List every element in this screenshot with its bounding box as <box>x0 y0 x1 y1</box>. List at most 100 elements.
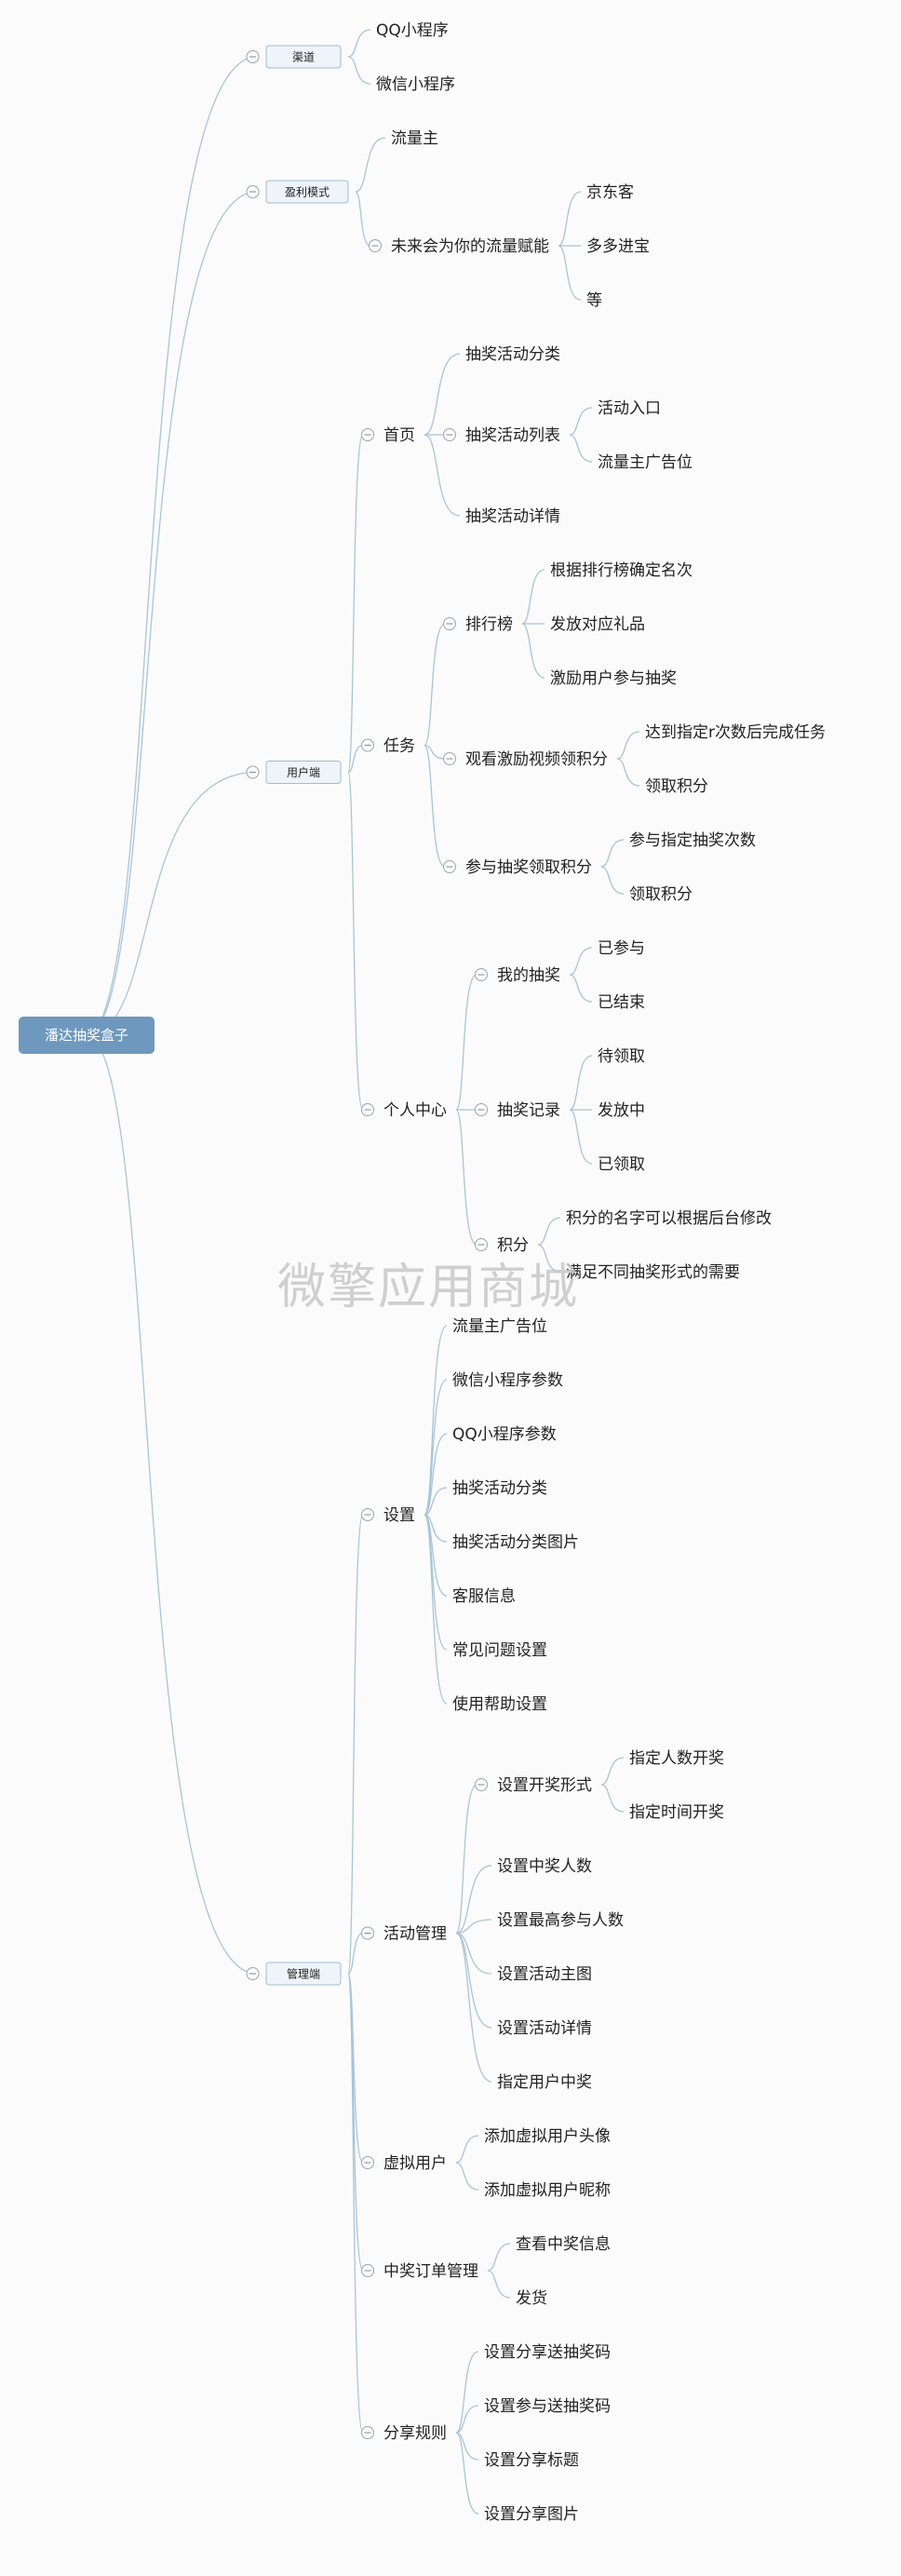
subtopic-node[interactable]: 我的抽奖 <box>497 966 560 985</box>
subtopic-node[interactable]: 添加虚拟用户昵称 <box>484 2181 611 2200</box>
collapse-toggle-icon[interactable] <box>369 239 382 252</box>
subtopic-node[interactable]: 查看中奖信息 <box>516 2235 611 2254</box>
root-node[interactable]: 潘达抽奖盒子 <box>19 1017 155 1054</box>
leaf-node[interactable]: 根据排行榜确定名次 <box>550 561 693 580</box>
subtopic-node[interactable]: 参与抽奖领取积分 <box>465 858 592 877</box>
leaf-node[interactable]: 积分的名字可以根据后台修改 <box>566 1209 772 1228</box>
collapse-toggle-icon[interactable] <box>246 1967 260 1980</box>
leaf-node[interactable]: 达到指定r次数后完成任务 <box>645 723 826 742</box>
leaf-node[interactable]: 满足不同抽奖形式的需要 <box>566 1263 740 1282</box>
subtopic-node[interactable]: 使用帮助设置 <box>452 1694 547 1714</box>
connector-line <box>537 1217 561 1246</box>
topic-node[interactable]: 流量主 <box>391 129 438 148</box>
collapse-toggle-icon[interactable] <box>443 860 456 873</box>
leaf-node[interactable]: 发放中 <box>598 1101 645 1120</box>
subtopic-node[interactable]: 观看激励视频领积分 <box>465 750 608 769</box>
category-label: 管理端 <box>287 1967 320 1981</box>
collapse-toggle-icon[interactable] <box>361 1508 374 1521</box>
subtopic-node[interactable]: 抽奖活动分类图片 <box>452 1533 579 1552</box>
subtopic-node[interactable]: 京东客 <box>586 183 634 202</box>
subtopic-node[interactable]: 设置开奖形式 <box>497 1776 592 1795</box>
leaf-node[interactable]: 已结束 <box>598 993 645 1012</box>
topic-label: 任务 <box>383 737 415 756</box>
leaf-label: 已参与 <box>598 939 645 958</box>
collapse-toggle-icon[interactable] <box>443 752 456 765</box>
leaf-node[interactable]: 领取积分 <box>629 885 693 904</box>
topic-node[interactable]: 未来会为你的流量赋能 <box>391 237 549 256</box>
topic-label: 流量主 <box>391 129 438 148</box>
subtopic-node[interactable]: 设置分享送抽奖码 <box>484 2343 611 2362</box>
subtopic-node[interactable]: 常见问题设置 <box>452 1641 547 1660</box>
subtopic-node[interactable]: 设置分享图片 <box>484 2505 579 2524</box>
topic-node[interactable]: 虚拟用户 <box>383 2154 447 2173</box>
subtopic-node[interactable]: 排行榜 <box>465 615 513 634</box>
collapse-toggle-icon[interactable] <box>361 738 374 752</box>
subtopic-node[interactable]: 设置中奖人数 <box>497 1857 592 1876</box>
leaf-node[interactable]: 流量主广告位 <box>598 453 693 472</box>
topic-node[interactable]: 任务 <box>383 737 415 756</box>
topic-node[interactable]: QQ小程序 <box>376 21 449 40</box>
subtopic-node[interactable]: 抽奖记录 <box>497 1101 560 1120</box>
collapse-toggle-icon[interactable] <box>361 2426 374 2439</box>
subtopic-node[interactable]: QQ小程序参数 <box>452 1425 557 1444</box>
collapse-toggle-icon[interactable] <box>361 2156 374 2169</box>
collapse-toggle-icon[interactable] <box>246 50 260 63</box>
subtopic-node[interactable]: 设置参与送抽奖码 <box>484 2397 611 2416</box>
subtopic-node[interactable]: 抽奖活动列表 <box>465 426 560 445</box>
leaf-node[interactable]: 激励用户参与抽奖 <box>550 669 677 688</box>
category-node[interactable]: 用户端 <box>265 761 342 784</box>
leaf-node[interactable]: 已参与 <box>598 939 645 958</box>
subtopic-node[interactable]: 发货 <box>516 2289 547 2308</box>
leaf-node[interactable]: 活动入口 <box>598 399 661 418</box>
subtopic-label: 设置分享标题 <box>484 2451 579 2470</box>
leaf-node[interactable]: 领取积分 <box>645 777 708 796</box>
topic-node[interactable]: 设置 <box>383 1506 415 1525</box>
subtopic-node[interactable]: 流量主广告位 <box>452 1317 547 1336</box>
collapse-toggle-icon[interactable] <box>361 2264 374 2277</box>
collapse-toggle-icon[interactable] <box>361 428 374 441</box>
subtopic-node[interactable]: 抽奖活动详情 <box>465 507 560 526</box>
category-label: 用户端 <box>287 765 320 779</box>
collapse-toggle-icon[interactable] <box>475 1778 488 1791</box>
collapse-toggle-icon[interactable] <box>361 1103 374 1116</box>
collapse-toggle-icon[interactable] <box>246 765 260 779</box>
subtopic-node[interactable]: 抽奖活动分类 <box>452 1479 547 1498</box>
collapse-toggle-icon[interactable] <box>475 1238 488 1251</box>
category-node[interactable]: 渠道 <box>265 45 342 69</box>
subtopic-node[interactable]: 积分 <box>497 1236 529 1255</box>
subtopic-node[interactable]: 微信小程序参数 <box>452 1371 563 1390</box>
subtopic-node[interactable]: 抽奖活动分类 <box>465 345 560 364</box>
collapse-toggle-icon[interactable] <box>443 428 456 441</box>
leaf-node[interactable]: 指定人数开奖 <box>629 1749 724 1768</box>
topic-node[interactable]: 首页 <box>383 426 415 445</box>
category-node[interactable]: 盈利模式 <box>265 180 349 204</box>
topic-node[interactable]: 中奖订单管理 <box>383 2262 478 2281</box>
leaf-node[interactable]: 发放对应礼品 <box>550 615 645 634</box>
collapse-toggle-icon[interactable] <box>475 968 488 981</box>
subtopic-node[interactable]: 设置活动主图 <box>497 1965 592 1984</box>
connector-line <box>347 744 364 774</box>
collapse-toggle-icon[interactable] <box>475 1103 488 1116</box>
subtopic-node[interactable]: 添加虚拟用户头像 <box>484 2127 611 2146</box>
subtopic-node[interactable]: 设置最高参与人数 <box>497 1911 624 1930</box>
subtopic-label: 京东客 <box>586 183 634 202</box>
leaf-node[interactable]: 待领取 <box>598 1047 645 1066</box>
collapse-toggle-icon[interactable] <box>246 185 260 198</box>
category-node[interactable]: 管理端 <box>265 1962 342 1986</box>
subtopic-node[interactable]: 指定用户中奖 <box>497 2073 592 2092</box>
topic-node[interactable]: 活动管理 <box>383 1925 447 1944</box>
leaf-node[interactable]: 参与指定抽奖次数 <box>629 831 756 850</box>
leaf-node[interactable]: 指定时间开奖 <box>629 1803 724 1822</box>
topic-node[interactable]: 分享规则 <box>383 2424 447 2443</box>
subtopic-node[interactable]: 等 <box>586 291 602 310</box>
subtopic-node[interactable]: 设置分享标题 <box>484 2451 579 2470</box>
topic-label: 虚拟用户 <box>383 2154 447 2173</box>
subtopic-node[interactable]: 客服信息 <box>452 1587 516 1606</box>
topic-node[interactable]: 个人中心 <box>383 1101 447 1120</box>
subtopic-node[interactable]: 设置活动详情 <box>497 2019 592 2038</box>
leaf-node[interactable]: 已领取 <box>598 1155 645 1174</box>
collapse-toggle-icon[interactable] <box>361 1926 374 1940</box>
subtopic-node[interactable]: 多多进宝 <box>586 237 650 256</box>
collapse-toggle-icon[interactable] <box>443 617 456 630</box>
topic-node[interactable]: 微信小程序 <box>376 75 455 94</box>
